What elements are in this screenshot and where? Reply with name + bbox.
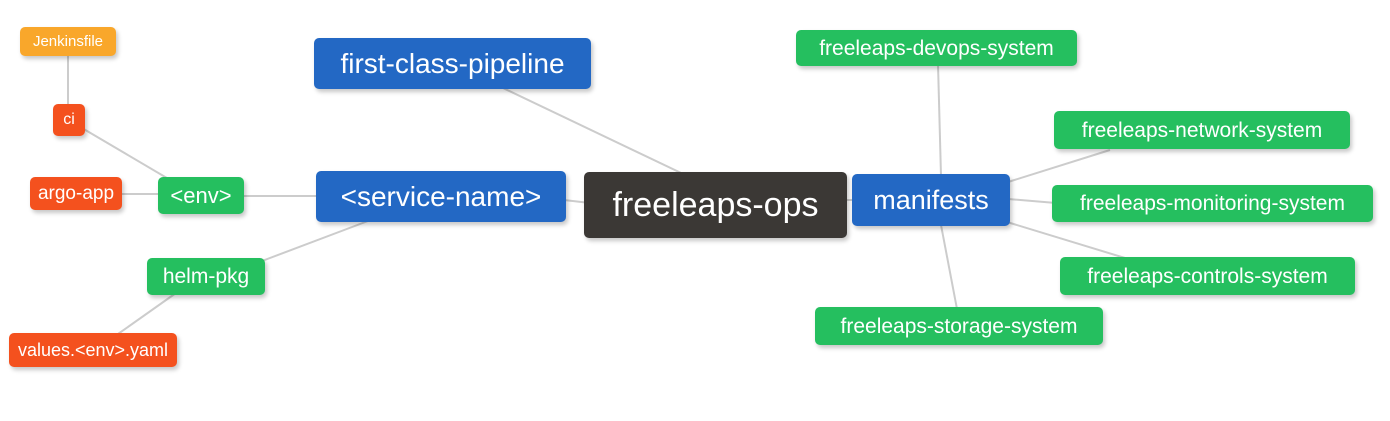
node-jenkinsfile[interactable]: Jenkinsfile xyxy=(20,27,116,56)
edge-helm-pkg-service-name xyxy=(261,220,369,262)
edge-manifests-devops-system xyxy=(937,63,942,177)
node-values-env-yaml[interactable]: values.<env>.yaml xyxy=(9,333,177,367)
node-freeleaps-network-system[interactable]: freeleaps-network-system xyxy=(1054,111,1350,149)
node-ci[interactable]: ci xyxy=(53,104,85,136)
node-manifests[interactable]: manifests xyxy=(852,174,1010,226)
node-freeleaps-monitoring-system[interactable]: freeleaps-monitoring-system xyxy=(1052,185,1373,222)
edge-first-class-pipeline-freeleaps-ops xyxy=(502,87,701,183)
edge-manifests-monitoring-system xyxy=(1007,198,1057,204)
node-argo-app[interactable]: argo-app xyxy=(30,177,122,210)
edge-manifests-controls-system xyxy=(1006,221,1126,259)
edge-ci-env xyxy=(81,127,173,182)
node-freeleaps-ops[interactable]: freeleaps-ops xyxy=(584,172,847,238)
node-freeleaps-storage-system[interactable]: freeleaps-storage-system xyxy=(815,307,1103,345)
edge-manifests-storage-system xyxy=(940,224,958,310)
node-env[interactable]: <env> xyxy=(158,177,244,214)
node-service-name[interactable]: <service-name> xyxy=(316,171,566,222)
node-freeleaps-controls-system[interactable]: freeleaps-controls-system xyxy=(1060,257,1355,295)
edge-values-helm-pkg xyxy=(117,292,177,335)
node-freeleaps-devops-system[interactable]: freeleaps-devops-system xyxy=(796,30,1077,66)
node-first-class-pipeline[interactable]: first-class-pipeline xyxy=(314,38,591,89)
edge-manifests-network-system xyxy=(1007,149,1111,183)
node-helm-pkg[interactable]: helm-pkg xyxy=(147,258,265,295)
